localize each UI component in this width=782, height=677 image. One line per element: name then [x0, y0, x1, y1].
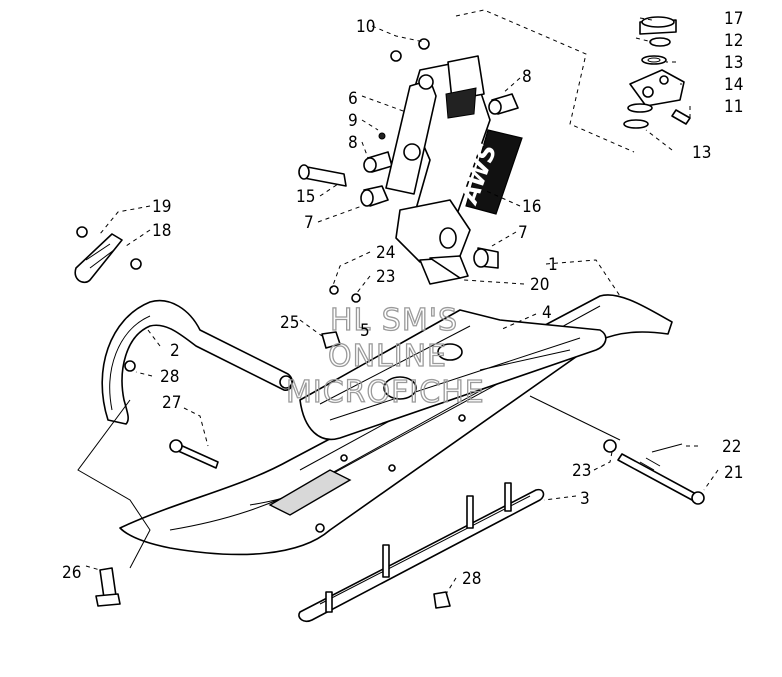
callout-21: 21 — [724, 463, 743, 483]
bolt-26 — [95, 567, 121, 607]
spindle-decal: AWS — [455, 129, 523, 215]
callout-15: 15 — [296, 187, 315, 207]
callout-2: 2 — [170, 341, 180, 361]
ski-saddle — [299, 309, 607, 441]
cotter-22 — [651, 443, 683, 453]
nut-25 — [321, 331, 341, 349]
callout-28-upper: 28 — [160, 367, 179, 387]
washer-24 — [329, 285, 361, 303]
watermark-line-3: MICROFICHE — [286, 375, 485, 410]
callout-12: 12 — [724, 31, 743, 51]
callout-11: 11 — [724, 97, 743, 117]
washer-23b — [603, 439, 617, 453]
callout-28-lower: 28 — [462, 569, 481, 589]
bracket-6 — [385, 74, 437, 195]
bushing-8-upper — [488, 93, 519, 115]
callout-14: 14 — [724, 75, 743, 95]
bushing-8-lower — [363, 151, 393, 173]
callout-7-left: 7 — [304, 213, 314, 233]
damper-pad — [419, 255, 469, 285]
spindle-splines — [445, 87, 477, 119]
leader-lines — [77, 9, 719, 595]
watermark: HL SM'S ONLINE MICROFICHE — [285, 302, 485, 410]
steering-arm — [623, 16, 691, 129]
callout-3: 3 — [580, 489, 590, 509]
callout-9: 9 — [348, 111, 358, 131]
callout-22: 22 — [722, 437, 741, 457]
callout-25: 25 — [280, 313, 299, 333]
wear-bar — [298, 482, 545, 623]
callout-23-lower: 23 — [572, 461, 591, 481]
callout-19: 19 — [152, 197, 171, 217]
callout-13-lower: 13 — [692, 143, 711, 163]
callout-5: 5 — [360, 321, 370, 341]
bushing-7-right — [473, 247, 499, 269]
callout-16: 16 — [522, 197, 541, 217]
callout-10: 10 — [356, 17, 375, 37]
callout-18: 18 — [152, 221, 171, 241]
callout-7-right: 7 — [518, 223, 528, 243]
bolt-21 — [617, 453, 705, 505]
nut-28b — [433, 591, 451, 609]
wear-bar-studs — [325, 482, 512, 613]
callout-4: 4 — [542, 303, 552, 323]
callout-17: 17 — [724, 9, 743, 29]
callout-23-upper: 23 — [376, 267, 395, 287]
callout-26: 26 — [62, 563, 81, 583]
callout-20: 20 — [530, 275, 549, 295]
washer-10 — [390, 38, 430, 62]
callout-8-upper: 8 — [522, 67, 532, 87]
callout-13-upper: 13 — [724, 53, 743, 73]
bolt-27 — [169, 439, 219, 469]
callout-8-lower: 8 — [348, 133, 358, 153]
watermark-line-2: ONLINE — [328, 339, 447, 374]
callout-1: 1 — [548, 255, 558, 275]
callout-27: 27 — [162, 393, 181, 413]
grease-fitting-9 — [378, 132, 386, 140]
callout-6: 6 — [348, 89, 358, 109]
callouts: 10 6 9 8 8 15 7 16 7 17 12 13 14 11 13 1… — [62, 9, 743, 589]
callout-24: 24 — [376, 243, 395, 263]
bushing-7-left — [360, 185, 389, 207]
nut-28a — [124, 360, 136, 372]
watermark-line-1: HL SM'S — [330, 303, 458, 338]
pin-15 — [298, 164, 347, 187]
handle-clip — [74, 226, 142, 284]
